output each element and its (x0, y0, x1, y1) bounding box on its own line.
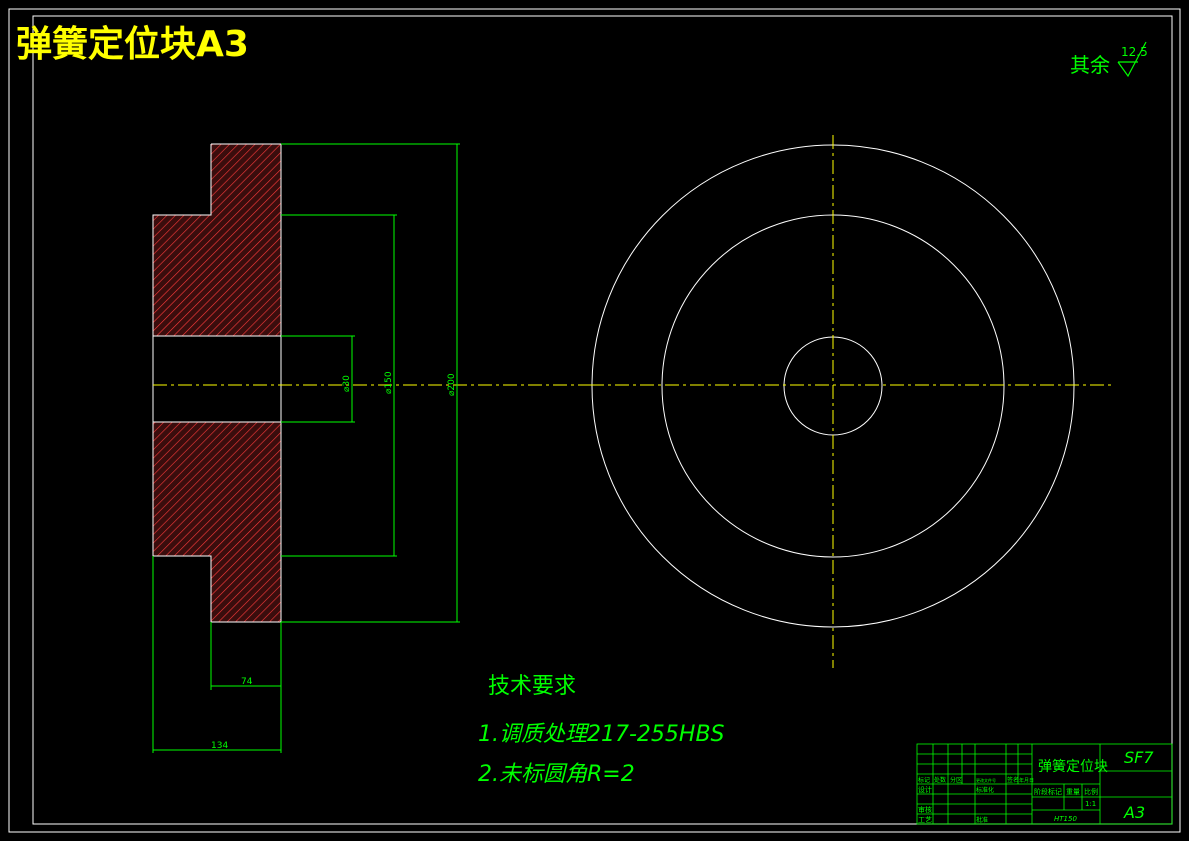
tb-approve-label: 批准 (976, 816, 988, 824)
tb-hdr-zone: 分区 (950, 776, 962, 784)
section-view: ⌀30 ⌀150 ⌀200 74 134 (152, 143, 590, 753)
tb-std-label: 标准化 (976, 786, 994, 794)
tb-hdr-date: 年月日 (1019, 777, 1034, 784)
tb-weight-label: 重量 (1066, 788, 1080, 796)
tb-part-name: 弹簧定位块 (1038, 759, 1108, 775)
sheet-inner-border (32, 15, 1173, 825)
tb-stage-label: 阶段标记 (1034, 787, 1062, 796)
tech-heading: 技术要求 (488, 674, 576, 699)
end-view (590, 135, 1115, 668)
dim-step (281, 214, 397, 557)
tb-hdr-sign: 签名 (1007, 776, 1019, 784)
tb-hdr-mark: 标记 (918, 776, 930, 784)
tech-requirements: 技术要求 1.调质处理217-255HBS 2.未标圆角R=2 (478, 674, 725, 787)
hatch-upper-body (153, 215, 281, 336)
tb-row-design: 设计 (918, 785, 932, 794)
drawing-title: 弹簧定位块A3 (16, 24, 249, 65)
dim-bore (281, 335, 355, 423)
tb-row-review: 审核 (918, 805, 932, 814)
dim-total-length-text: 134 (211, 741, 228, 751)
tb-hdr-count: 处数 (934, 776, 946, 784)
dim-hub-length (210, 622, 282, 690)
tech-item-1: 1.调质处理217-255HBS (478, 722, 725, 747)
dim-hub-length-text: 74 (241, 677, 253, 687)
hatch-top-flange (211, 144, 281, 215)
tech-item-2: 2.未标圆角R=2 (478, 762, 635, 787)
dim-bore-text: ⌀30 (342, 375, 352, 392)
roughness-label: 其余 (1070, 53, 1110, 77)
tb-hdr-file: 更改文件号 (976, 777, 996, 783)
roughness-value: 12.5 (1121, 45, 1148, 59)
tb-drawing-no: SF7 (1124, 748, 1154, 767)
tb-sheet-size: A3 (1123, 803, 1145, 822)
tb-ratio-label: 比例 (1084, 787, 1098, 796)
roughness-symbol-icon (1117, 41, 1147, 78)
hatch-bottom-flange (211, 556, 281, 622)
dim-step-text: ⌀150 (384, 371, 394, 394)
title-block (916, 743, 1173, 825)
surface-roughness-note: 其余 12.5 (1070, 41, 1148, 78)
title-block-text: 弹簧定位块 SF7 A3 1:1 HT150 阶段标记 重量 比例 标记 处数 … (918, 748, 1154, 824)
sheet-outer-border (8, 8, 1181, 833)
tb-row-process: 工艺 (918, 816, 932, 824)
section-outline (152, 143, 282, 623)
tb-scale: 1:1 (1085, 800, 1096, 808)
dim-total-length (152, 556, 282, 753)
tb-material: HT150 (1054, 815, 1077, 823)
dim-outer-text: ⌀200 (447, 373, 457, 396)
dim-outer (281, 143, 460, 623)
hatch-lower-body (153, 422, 281, 556)
